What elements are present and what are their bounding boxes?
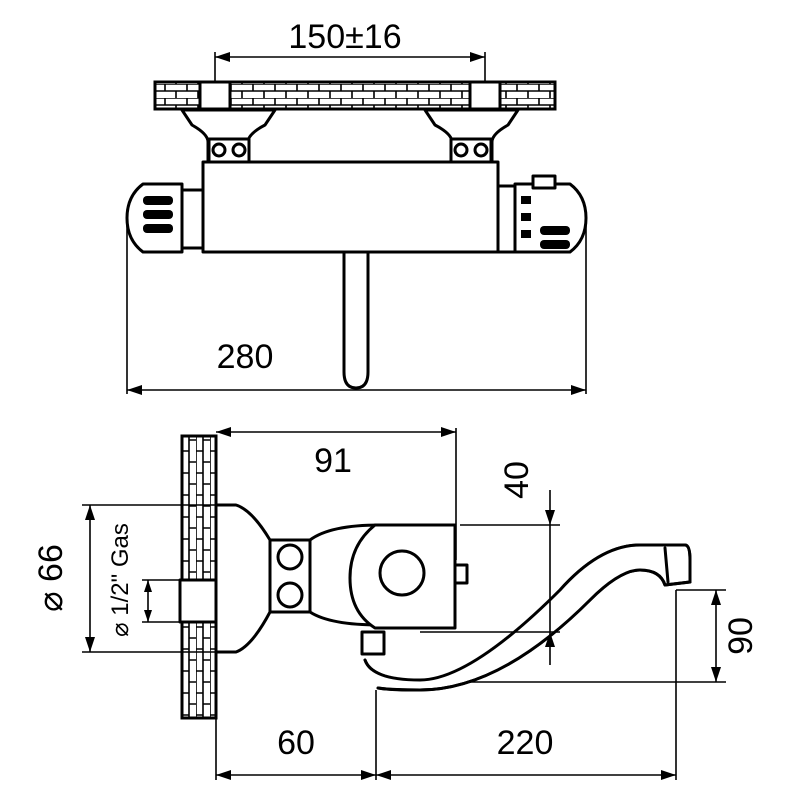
label-depth: 91 [314, 442, 352, 480]
left-handle-top [125, 182, 205, 254]
left-connection-block [198, 80, 232, 111]
label-spout-drop: 90 [722, 617, 760, 655]
label-height-offset: 40 [498, 461, 536, 499]
knob-tab [453, 563, 469, 585]
label-spout-reach: 220 [497, 724, 554, 762]
right-handle-top [496, 174, 588, 254]
spout-connector [360, 630, 386, 656]
dim-overall-width: 280 [126, 218, 587, 395]
left-nuts [207, 137, 251, 164]
handle-knob [378, 549, 426, 597]
dim-diameter: ⌀ 66 [32, 504, 216, 653]
dim-spout-drop: 90 [470, 589, 760, 683]
mixer-body-top [201, 160, 500, 254]
right-connection-block [468, 80, 502, 111]
spout-stub-top [342, 250, 370, 390]
right-nuts [449, 137, 493, 164]
dim-spout-reach: 220 [376, 590, 677, 780]
nut-block-side [268, 538, 312, 614]
label-top-spacing: 150±16 [288, 18, 401, 56]
dim-inlet: ⌀ 1/2" Gas [107, 523, 180, 637]
top-view: 150±16 280 [125, 18, 588, 395]
dim-top-spacing: 150±16 [214, 18, 486, 82]
dim-wall-distance: 60 [215, 690, 377, 780]
eccentric-side [214, 503, 272, 654]
side-view: 91 40 ⌀ 66 ⌀ 1/2" Gas [32, 427, 760, 780]
label-diameter: ⌀ 66 [32, 544, 70, 612]
label-wall-distance: 60 [277, 724, 315, 762]
dim-height-offset: 40 [420, 461, 560, 665]
spout-fill [366, 545, 688, 688]
inlet-pipe [178, 578, 218, 624]
dim-depth: 91 [216, 427, 457, 560]
label-inlet: ⌀ 1/2" Gas [107, 523, 134, 637]
wall-section [180, 434, 218, 720]
label-overall-width: 280 [217, 338, 274, 376]
